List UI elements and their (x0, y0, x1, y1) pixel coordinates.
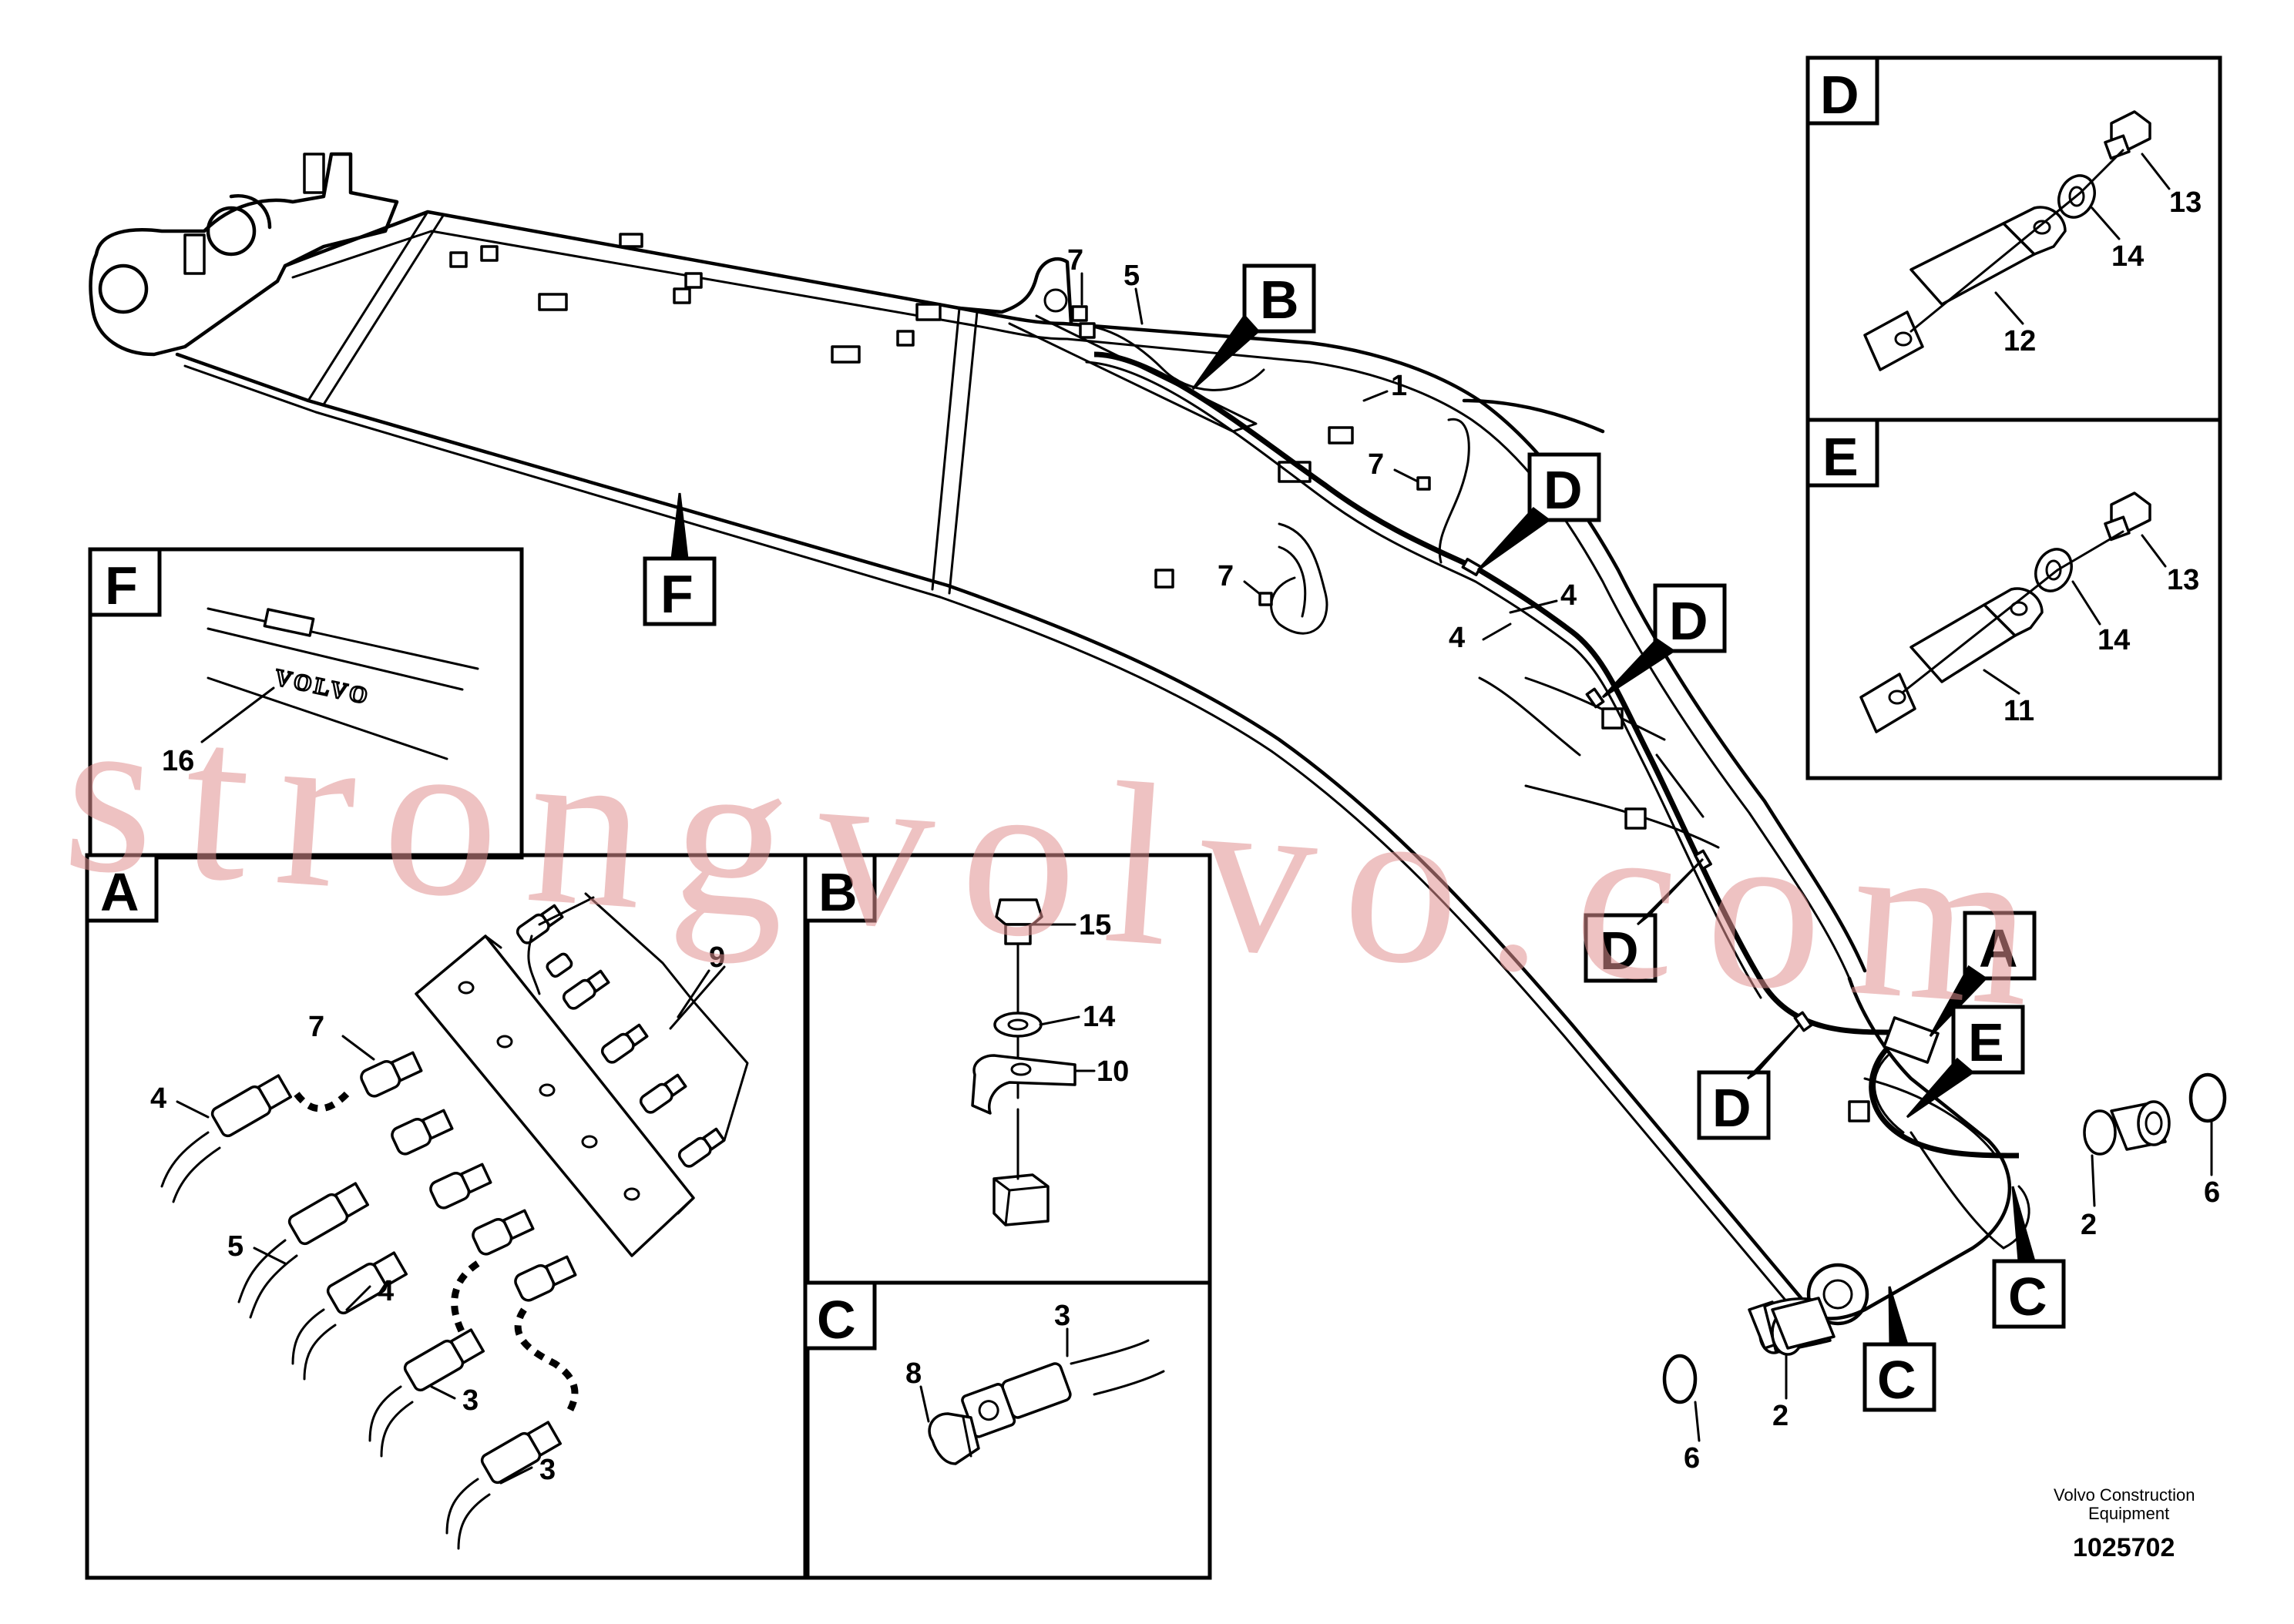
callout-16: 16 (162, 745, 194, 777)
hose-ends (210, 1074, 563, 1485)
callout-13-b: 13 (2167, 564, 2199, 596)
svg-text:D: D (1669, 591, 1708, 651)
manifold-holes (458, 981, 640, 1201)
watermark: strongvolvo.com (57, 662, 2070, 1057)
fittings-lower (360, 1051, 577, 1302)
callout-15: 15 (1079, 909, 1111, 941)
boom-foot (89, 152, 399, 357)
svg-text:B: B (1260, 270, 1299, 330)
callout-2-a: 2 (2081, 1209, 2097, 1241)
callout-14-b: 14 (1083, 1001, 1115, 1033)
callout-4-d: 4 (1449, 622, 1465, 654)
svg-text:D: D (1543, 460, 1583, 520)
arm-neck (1462, 398, 1605, 434)
callout-14-c: 14 (2098, 624, 2130, 656)
callout-6-a: 6 (2204, 1176, 2220, 1209)
flag-b (1242, 263, 1316, 334)
drawing-number: 1025702 (2073, 1533, 2175, 1562)
boom-foot-pin-hole (98, 263, 149, 314)
boom-bottom-edge (175, 352, 1813, 1312)
callout-12: 12 (2003, 325, 2036, 357)
callout-3-a: 3 (462, 1384, 479, 1417)
callout-1: 1 (1391, 370, 1407, 402)
bushing-2-right (2083, 1109, 2117, 1156)
svg-text:C: C (1877, 1350, 1916, 1410)
detail-a-panel: A (85, 853, 810, 1580)
callout-5-a: 5 (227, 1230, 244, 1263)
hydraulic-line-main (1093, 351, 1929, 1050)
joint-parts (1662, 1072, 2227, 1404)
svg-text:D: D (1600, 921, 1639, 981)
callout-4-b: 4 (378, 1275, 394, 1307)
detail-b-panel: B 15 14 10 (803, 853, 1212, 1285)
block (992, 1173, 1050, 1226)
flag-e (1951, 1005, 2025, 1075)
callout-5-b: 5 (1123, 260, 1140, 292)
svg-text:A: A (1979, 918, 2018, 978)
callout-7-c: 7 (1368, 448, 1384, 481)
lug-2 (183, 233, 206, 275)
callout-4-c: 4 (1560, 579, 1577, 612)
cylinder-bracket (957, 257, 1073, 326)
detail-d-panel: D 13 14 12 (1805, 55, 2222, 422)
company-line-2: Equipment (2088, 1504, 2169, 1523)
svg-text:E: E (1968, 1012, 2004, 1072)
detail-flags: B D D D D A E C C F (643, 263, 2066, 1412)
flag-f (643, 556, 717, 626)
callout-7-a: 7 (308, 1011, 324, 1043)
flag-d-1 (1527, 452, 1601, 522)
flag-c-2 (1862, 1342, 1936, 1412)
callout-7-b: 7 (1067, 244, 1083, 277)
detail-e-label: E (1822, 427, 1859, 487)
detail-c-label: C (817, 1290, 856, 1350)
coupling-block (1883, 1016, 1940, 1064)
flag-a (1963, 911, 2037, 981)
flag-d-4 (1697, 1070, 1771, 1140)
lug (303, 153, 325, 194)
cap-8 (928, 1412, 980, 1465)
o-ring-6-right (2188, 1072, 2227, 1123)
arm-end-pin-hole (1806, 1263, 1869, 1326)
callout-7-d: 7 (1218, 560, 1234, 592)
callout-9: 9 (709, 941, 725, 974)
detail-c-panel: C 3 8 (803, 1280, 1212, 1580)
callout-10: 10 (1097, 1055, 1129, 1088)
svg-text:C: C (2008, 1267, 2047, 1327)
detail-e-panel: E 13 14 11 (1805, 418, 2222, 780)
detail-d-label: D (1820, 65, 1859, 125)
callout-8: 8 (905, 1357, 922, 1390)
arm-nose-block (1809, 976, 2012, 1320)
callout-3-b: 3 (539, 1454, 556, 1486)
callout-4-a: 4 (150, 1082, 166, 1115)
company-line-1: Volvo Construction (2054, 1485, 2195, 1505)
callout-6-b: 6 (1684, 1442, 1700, 1475)
footer: Volvo Construction Equipment 1025702 (2054, 1485, 2195, 1562)
o-ring-6-left (1662, 1354, 1698, 1404)
svg-text:D: D (1712, 1078, 1752, 1138)
callout-14-a: 14 (2111, 240, 2144, 273)
flag-d-3 (1584, 913, 1658, 983)
flag-d-2 (1653, 583, 1727, 653)
detail-a-label: A (100, 862, 139, 922)
clamp-10 (971, 1054, 1076, 1115)
detail-f-label: F (105, 555, 138, 616)
detail-b-label: B (818, 862, 858, 922)
boom-nose-pin-hole (206, 206, 257, 257)
svg-text:F: F (660, 564, 694, 624)
callout-2-b: 2 (1772, 1400, 1789, 1432)
callout-13-a: 13 (2169, 186, 2202, 219)
main-callouts: 7 5 1 7 7 4 4 2 6 2 6 (1067, 244, 2220, 1475)
mount-blocks (449, 233, 1870, 1122)
callout-11: 11 (2003, 695, 2034, 727)
washer-14 (993, 1012, 1043, 1038)
callout-3-c: 3 (1054, 1300, 1070, 1332)
fittings-top-row (516, 904, 726, 1168)
